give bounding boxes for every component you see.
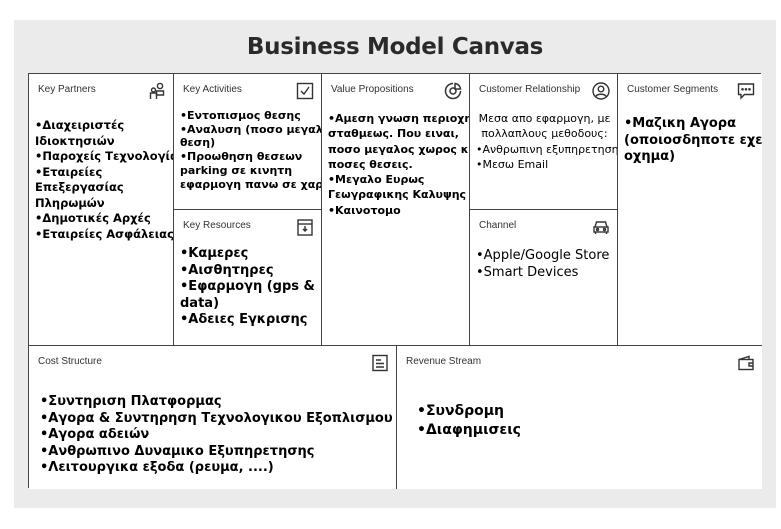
list-item: •Εταιρείες Ασφάλειας (35, 226, 174, 241)
list-item: •Μαζικη Αγορα (624, 116, 737, 131)
list-item: σταθμεως. Που ειναι, (328, 127, 459, 141)
key-resources-label: Key Resources (183, 220, 251, 231)
value-propositions-label: Value Propositions (331, 84, 414, 95)
list-item: Πληρωμών (35, 195, 105, 210)
channel-block: Channel •Apple/Google Store •Smart Devic… (470, 210, 618, 346)
list-item: •Λειτουργικα εξοδα (ρευμα, ....) (40, 460, 274, 475)
list-item: •Συνδρομη (417, 403, 505, 419)
revenue-stream-label: Revenue Stream (406, 356, 482, 367)
customer-segments-block: Customer Segments •Μαζικη Αγορα (οποιοσδ… (618, 74, 762, 346)
list-item: •Μεσω Email (476, 157, 549, 171)
list-item: Ιδιοκτησιών (35, 133, 115, 148)
list-item: parking σε κινητη (180, 163, 293, 177)
revenue-stream-block: Revenue Stream •Συνδρομη •Διαφημισεις (397, 346, 762, 489)
list-item: •Παροχείς Τεχνολογίας (35, 149, 174, 163)
list-item: •Εταιρείες (35, 164, 103, 179)
revenue-stream-list: •Συνδρομη •Διαφημισεις (417, 402, 758, 440)
list-item: data) (180, 295, 220, 311)
list-item: Μεσα απο εφαρμογη, με (478, 112, 611, 125)
list-item: Επεξεργασίας (35, 180, 124, 194)
list-item: θεση) (180, 136, 216, 150)
pie-chart-icon (443, 81, 463, 101)
channel-list: •Apple/Google Store •Smart Devices (476, 248, 613, 281)
business-model-canvas: Key Partners •Διαχειριστές Ιδιοκτησιών •… (28, 73, 762, 489)
cost-structure-list: •Συντηριση Πλατφορμας •Αγορα & Συντηρηση… (40, 394, 393, 477)
list-item: οχημα) (624, 149, 676, 164)
list-item: •Αγορα αδειών (40, 427, 150, 442)
page-title: Business Model Canvas (246, 34, 544, 60)
key-activities-label: Key Activities (183, 84, 242, 95)
list-item: πολλαπλους μεθοδους: (481, 127, 608, 141)
inbox-download-icon (295, 217, 315, 237)
list-item: •Ανθρωπινο Δυναμικο Εξυπηρετησης (40, 443, 315, 459)
list-item: •Αμεση γνωση περιοχης (328, 112, 470, 125)
key-partners-block: Key Partners •Διαχειριστές Ιδιοκτησιών •… (29, 74, 174, 346)
cost-structure-label: Cost Structure (38, 356, 102, 367)
list-item: •Καμερες (180, 246, 249, 261)
customer-relationship-block: Customer Relationship Μεσα απο εφαρμογη,… (470, 74, 618, 210)
key-activities-list: •Εντοπισμος θεσης •Αναλυση (ποσο μεγαλη … (180, 109, 322, 191)
checkbox-icon (295, 81, 315, 101)
list-item: εφαρμογη πανω σε χαρτη (180, 177, 321, 191)
list-item: •Αισθητηρες (180, 262, 274, 278)
document-list-icon (370, 353, 390, 373)
key-partners-label: Key Partners (38, 84, 96, 95)
list-item: •Συντηριση Πλατφορμας (40, 394, 222, 409)
key-resources-block: Key Resources •Καμερες •Αισθητηρες •Εφαρ… (174, 210, 322, 346)
list-item: Γεωγραφικης Καλυψης (328, 188, 467, 202)
customer-relationship-list: Μεσα απο εφαρμογη, με πολλαπλους μεθοδου… (476, 111, 618, 172)
list-item: ποσες θεσεις. (328, 157, 413, 171)
list-item: •Διαφημισεις (417, 422, 521, 438)
list-item: •Διαχειριστές (35, 118, 125, 132)
list-item: •Δημοτικές Αρχές (35, 211, 151, 225)
customer-relationship-label: Customer Relationship (479, 84, 581, 95)
value-propositions-list: •Αμεση γνωση περιοχης σταθμεως. Που εινα… (328, 111, 470, 218)
user-circle-icon (591, 81, 611, 101)
list-item: •Εφαρμογη (gps & (180, 279, 315, 294)
list-item: •Smart Devices (476, 264, 579, 280)
channel-label: Channel (479, 220, 517, 231)
customer-segments-label: Customer Segments (627, 84, 719, 95)
wallet-icon (736, 353, 756, 373)
list-item: •Εντοπισμος θεσης (180, 109, 301, 122)
key-partners-list: •Διαχειριστές Ιδιοκτησιών •Παροχείς Τεχν… (35, 118, 174, 242)
list-item: •Αγορα & Συντηρηση Τεχνολογικου Εξοπλισμ… (40, 410, 393, 426)
list-item: •Αναλυση (ποσο μεγαλη η (180, 122, 322, 136)
value-propositions-block: Value Propositions •Αμεση γνωση περιοχης… (322, 74, 470, 346)
customer-segments-list: •Μαζικη Αγορα (οποιοσδηποτε εχει οχημα) (624, 116, 762, 166)
list-item: •Apple/Google Store (476, 248, 610, 263)
key-activities-block: Key Activities •Εντοπισμος θεσης •Αναλυσ… (174, 74, 322, 210)
list-item: ποσο μεγαλος χωρος και (328, 142, 470, 156)
list-item: •Μεγαλο Ευρως (328, 173, 425, 187)
list-item: •Ανθρωπινη εξυπηρετηση (476, 142, 618, 156)
key-resources-list: •Καμερες •Αισθητηρες •Εφαρμογη (gps & da… (180, 246, 317, 329)
handshake-icon (147, 81, 167, 101)
list-item: •Καινοτομο (328, 203, 401, 217)
chat-bubble-icon (736, 81, 756, 101)
list-item: •Αδειες Εγκρισης (180, 312, 308, 327)
cost-structure-block: Cost Structure •Συντηριση Πλατφορμας •Αγ… (29, 346, 397, 489)
list-item: •Προωθηση θεσεων (180, 150, 303, 164)
car-icon (591, 217, 611, 237)
list-item: (οποιοσδηποτε εχει (624, 132, 762, 148)
